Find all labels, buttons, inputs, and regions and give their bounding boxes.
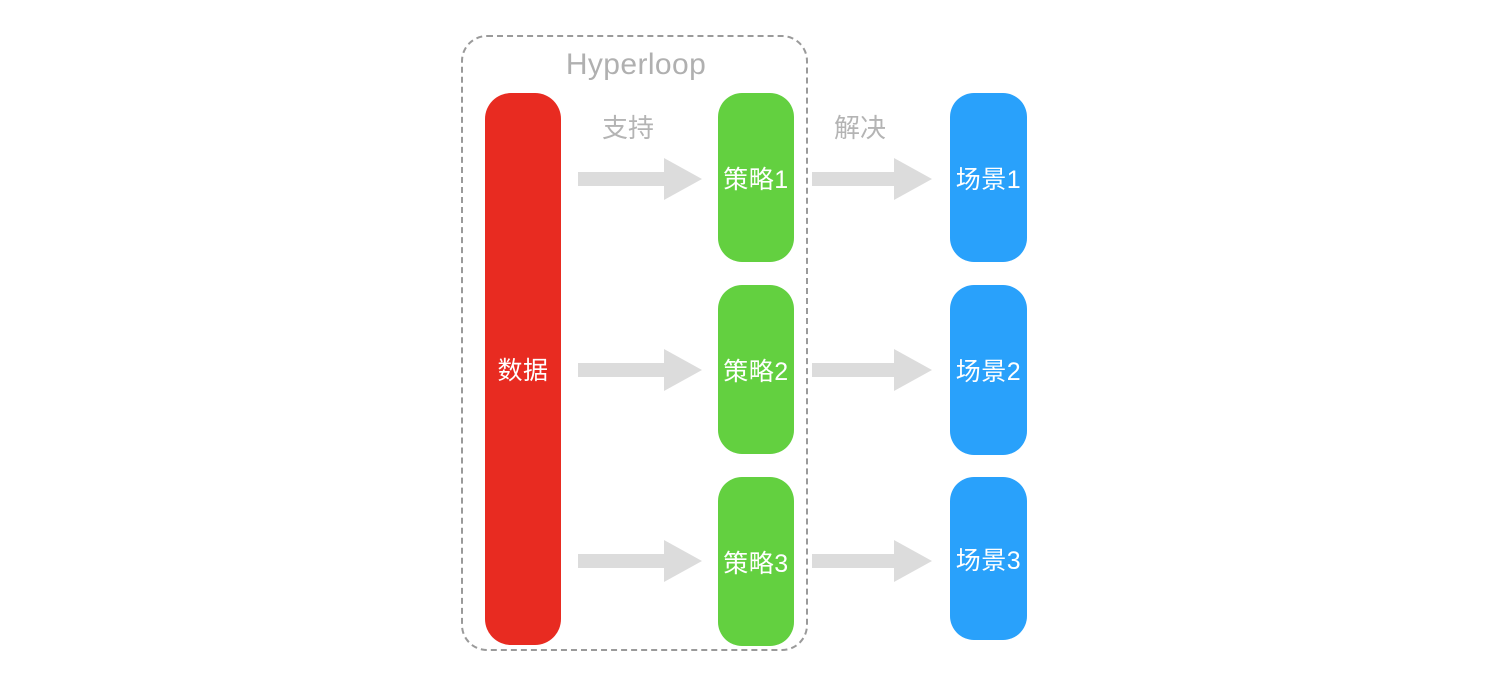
node-strategy-3[interactable]: 策略3: [718, 477, 794, 646]
node-strategy-2[interactable]: 策略2: [718, 285, 794, 454]
node-data-label: 数据: [497, 357, 549, 385]
hyperloop-group-title: Hyperloop: [565, 48, 707, 81]
node-strategy-1[interactable]: 策略1: [718, 93, 794, 262]
node-scene-1[interactable]: 场景1: [950, 93, 1027, 262]
node-strategy-1-label: 策略1: [723, 165, 789, 194]
hyperloop-group-container: [461, 35, 808, 651]
node-data[interactable]: 数据: [485, 93, 561, 645]
node-scene-3[interactable]: 场景3: [950, 477, 1027, 640]
node-scene-3-label: 场景3: [955, 546, 1022, 575]
arrow-strategy-3-to-scene-3: [812, 538, 932, 584]
node-strategy-3-label: 策略3: [723, 549, 789, 578]
node-scene-2-label: 场景2: [955, 358, 1022, 386]
arrow-strategy-1-to-scene-1: [812, 156, 932, 202]
edge-label-support: 支持: [601, 113, 654, 143]
edge-label-solve: 解决: [833, 113, 886, 143]
node-strategy-2-label: 策略2: [723, 357, 789, 386]
node-scene-1-label: 场景1: [955, 165, 1022, 194]
arrow-data-to-strategy-3: [578, 538, 702, 584]
arrow-data-to-strategy-2: [578, 347, 702, 393]
node-scene-2[interactable]: 场景2: [950, 285, 1027, 455]
arrow-data-to-strategy-1: [578, 156, 702, 202]
arrow-strategy-2-to-scene-2: [812, 347, 932, 393]
